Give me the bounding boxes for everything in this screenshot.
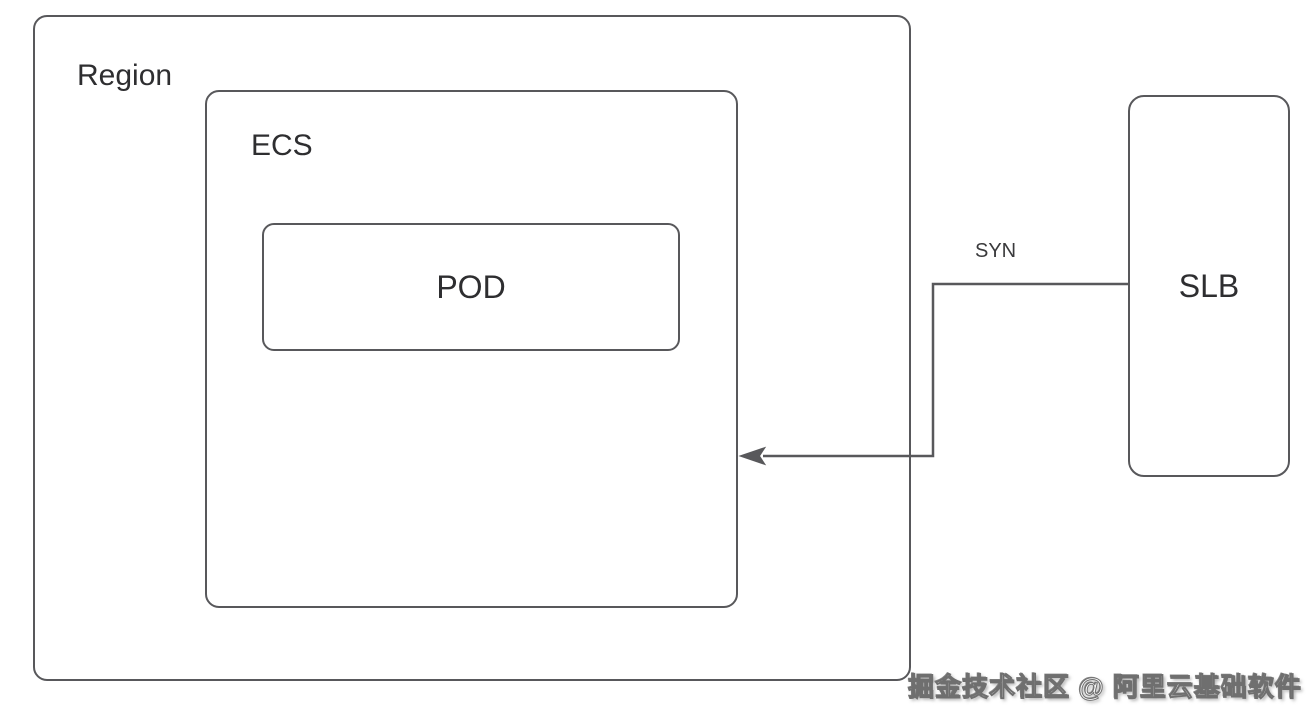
- slb-box: SLB: [1128, 95, 1290, 477]
- ecs-label: ECS: [251, 129, 313, 162]
- region-label: Region: [77, 59, 173, 92]
- slb-label: SLB: [1178, 268, 1240, 304]
- ecs-box: [205, 90, 738, 608]
- watermark: 掘金技术社区 @ 阿里云基础软件: [908, 672, 1302, 703]
- pod-box: POD: [262, 223, 680, 351]
- pod-label: POD: [436, 269, 506, 305]
- syn-label: SYN: [975, 240, 1017, 262]
